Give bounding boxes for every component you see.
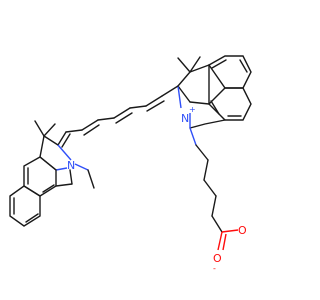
carboxylate-charge: - [213, 264, 216, 273]
polymethine-chain [57, 85, 179, 148]
carbonyl-oxygen-label: O [238, 224, 247, 237]
carboxylate-oxygen-label: O [213, 252, 222, 265]
right-indolium-ring [177, 64, 210, 128]
ethyl-group [74, 163, 95, 189]
carboxyhexyl-chain [189, 127, 239, 251]
left-naphthalene-ring [9, 156, 73, 227]
nitrogen-neutral-label: N [67, 159, 75, 172]
right-naphthalene-ring [189, 55, 252, 129]
right-gem-dimethyl [177, 56, 201, 73]
nitrogen-cation-charge: + [189, 105, 196, 114]
left-gem-dimethyl [34, 120, 56, 137]
molecule-structure: N + N O O - [9, 55, 252, 273]
nitrogen-cation-label: N [181, 112, 189, 125]
